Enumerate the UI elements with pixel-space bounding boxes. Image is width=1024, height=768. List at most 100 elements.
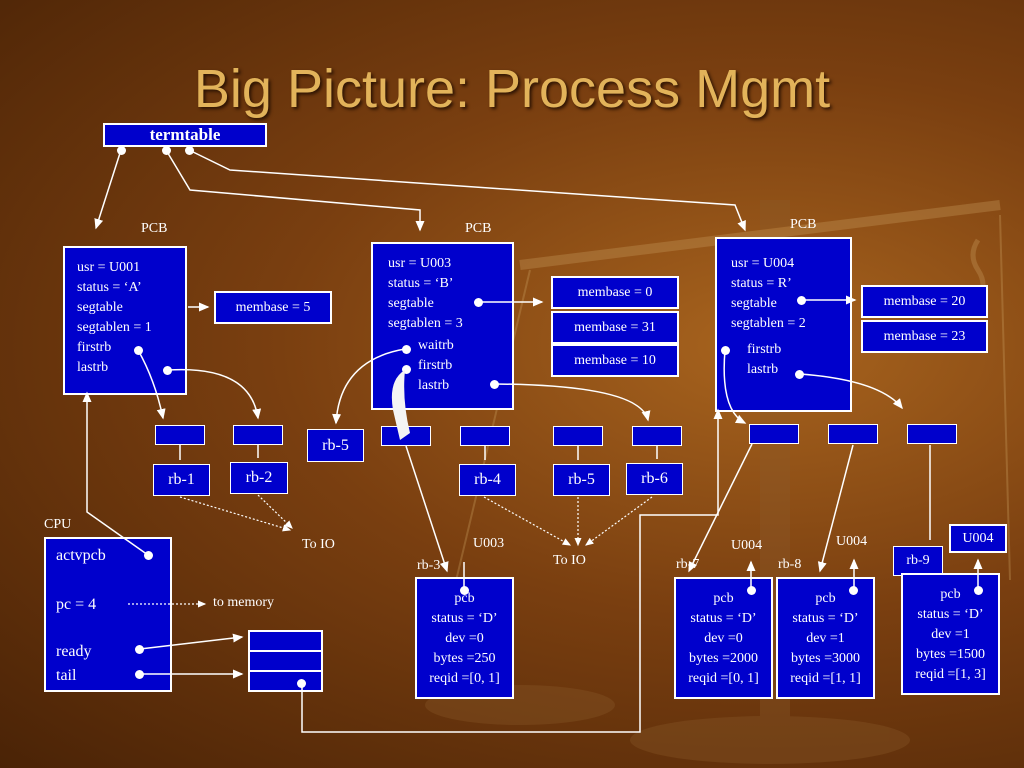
pc-field: pc = 4	[56, 596, 97, 613]
rb-detail-line: status = ‘D’	[917, 607, 984, 622]
user-label: U003	[473, 536, 505, 551]
pcb3-line: segtablen = 2	[731, 316, 806, 331]
ready-field: ready	[56, 643, 92, 660]
pointer-dot	[163, 366, 172, 375]
rb-detail-line: bytes =250	[433, 651, 496, 666]
rb-detail-line: bytes =1500	[916, 647, 985, 662]
rb-label: rb-1	[153, 464, 210, 496]
request-slot	[632, 426, 682, 446]
rb-detail-line: status = ‘D’	[690, 611, 757, 626]
pointer-dot	[297, 679, 306, 688]
rb-detail-line: reqid =[1, 3]	[915, 667, 986, 682]
rb-detail-line: reqid =[1, 1]	[790, 671, 861, 686]
pcb1-line: usr = U001	[77, 260, 141, 275]
rb-detail-line: dev =0	[704, 631, 743, 646]
pointer-dot	[135, 670, 144, 679]
rb-detail-line: pcb	[454, 591, 475, 606]
rb-detail-box: pcb status = ‘D’ dev =0 bytes =250 reqid…	[415, 577, 514, 699]
cpu-label: CPU	[44, 517, 72, 532]
rb-label: rb-4	[459, 464, 516, 496]
pointer-dot	[797, 296, 806, 305]
user-label: U004	[731, 538, 763, 553]
rb-detail-line: dev =1	[931, 627, 970, 642]
pcb3-line: status = R’	[731, 276, 792, 291]
pcb2-line: status = ‘B’	[388, 276, 454, 291]
termtable-box: termtable	[103, 123, 267, 147]
pcb2-line: usr = U003	[388, 256, 452, 271]
pcb1-line: lastrb	[77, 360, 109, 375]
pcb2-line: lastrb	[418, 378, 450, 393]
termtable-label: termtable	[149, 125, 221, 144]
slide-title: Big Picture: Process Mgmt	[193, 59, 831, 119]
membase-value: membase = 5	[235, 300, 311, 315]
rb-detail-line: bytes =3000	[791, 651, 860, 666]
pointer-dot	[402, 345, 411, 354]
pcb2-line: waitrb	[418, 338, 454, 353]
rb-detail-box: pcb status = ‘D’ dev =1 bytes =1500 reqi…	[901, 573, 1000, 695]
rb-label: rb-2	[230, 462, 288, 494]
pcb1-line: segtable	[77, 300, 123, 315]
to-io-label: To IO	[553, 553, 586, 568]
pcb1-line: status = ‘A’	[77, 280, 142, 295]
rb-detail-line: reqid =[0, 1]	[429, 671, 500, 686]
rb-detail-label: rb-8	[778, 557, 802, 572]
pcb3-line: firstrb	[747, 342, 782, 357]
membase-box: membase = 0	[551, 276, 679, 309]
pointer-dot	[849, 586, 858, 595]
pointer-dot	[474, 298, 483, 307]
pcb3-line: segtable	[731, 296, 777, 311]
membase-value: membase = 20	[883, 294, 966, 309]
request-slot	[233, 425, 283, 445]
user-label: U004	[836, 534, 868, 549]
rb-detail-line: status = ‘D’	[431, 611, 498, 626]
pcb3-line: lastrb	[747, 362, 779, 377]
cpu-box: actvpcb pc = 4 ready tail	[44, 537, 172, 692]
pointer-dot	[747, 586, 756, 595]
pcb2-line: segtable	[388, 296, 434, 311]
membase-box: membase = 31	[551, 311, 679, 344]
pcb1-line: firstrb	[77, 340, 112, 355]
membase-box: membase = 10	[551, 344, 679, 377]
request-slot	[749, 424, 799, 444]
pointer-dot	[402, 365, 411, 374]
membase-value: membase = 31	[574, 320, 656, 335]
pcb1-line: segtablen = 1	[77, 320, 152, 335]
to-memory-label: to memory	[213, 595, 275, 610]
pcb-label-2: PCB	[465, 221, 492, 236]
membase-value: membase = 0	[577, 285, 653, 300]
request-slot	[155, 425, 205, 445]
rb-detail-line: bytes =2000	[689, 651, 758, 666]
membase-box: membase = 5	[214, 291, 332, 324]
pcb2-line: segtablen = 3	[388, 316, 463, 331]
pointer-dot	[460, 586, 469, 595]
membase-box: membase = 23	[861, 320, 988, 353]
rb-label: rb-5	[307, 429, 364, 462]
pcb-label-1: PCB	[141, 221, 168, 236]
pcb-label-3: PCB	[790, 217, 817, 232]
rb-detail-line: pcb	[713, 591, 734, 606]
membase-value: membase = 10	[574, 353, 656, 368]
actvpcb-field: actvpcb	[56, 547, 106, 564]
rb-label: rb-5	[553, 464, 610, 496]
ready-queue	[248, 630, 323, 692]
to-io-label: To IO	[302, 537, 335, 552]
pointer-dot	[144, 551, 153, 560]
rb-detail-box: pcb status = ‘D’ dev =1 bytes =3000 reqi…	[776, 577, 875, 699]
rb-label: rb-9	[893, 546, 943, 576]
user-label-box: U004	[949, 524, 1007, 553]
rb-detail-line: pcb	[815, 591, 836, 606]
rb-detail-line: reqid =[0, 1]	[688, 671, 759, 686]
request-slot	[907, 424, 957, 444]
membase-value: membase = 23	[883, 329, 966, 344]
pointer-dot	[795, 370, 804, 379]
membase-box: membase = 20	[861, 285, 988, 318]
rb-detail-box: pcb status = ‘D’ dev =0 bytes =2000 reqi…	[674, 577, 773, 699]
rb-detail-line: dev =1	[806, 631, 845, 646]
pcb2-line: firstrb	[418, 358, 453, 373]
request-slot	[553, 426, 603, 446]
rb-detail-label: rb-3	[417, 558, 441, 573]
request-slot	[460, 426, 510, 446]
user-label: U004	[962, 531, 994, 546]
request-slot	[828, 424, 878, 444]
pcb3-line: usr = U004	[731, 256, 795, 271]
